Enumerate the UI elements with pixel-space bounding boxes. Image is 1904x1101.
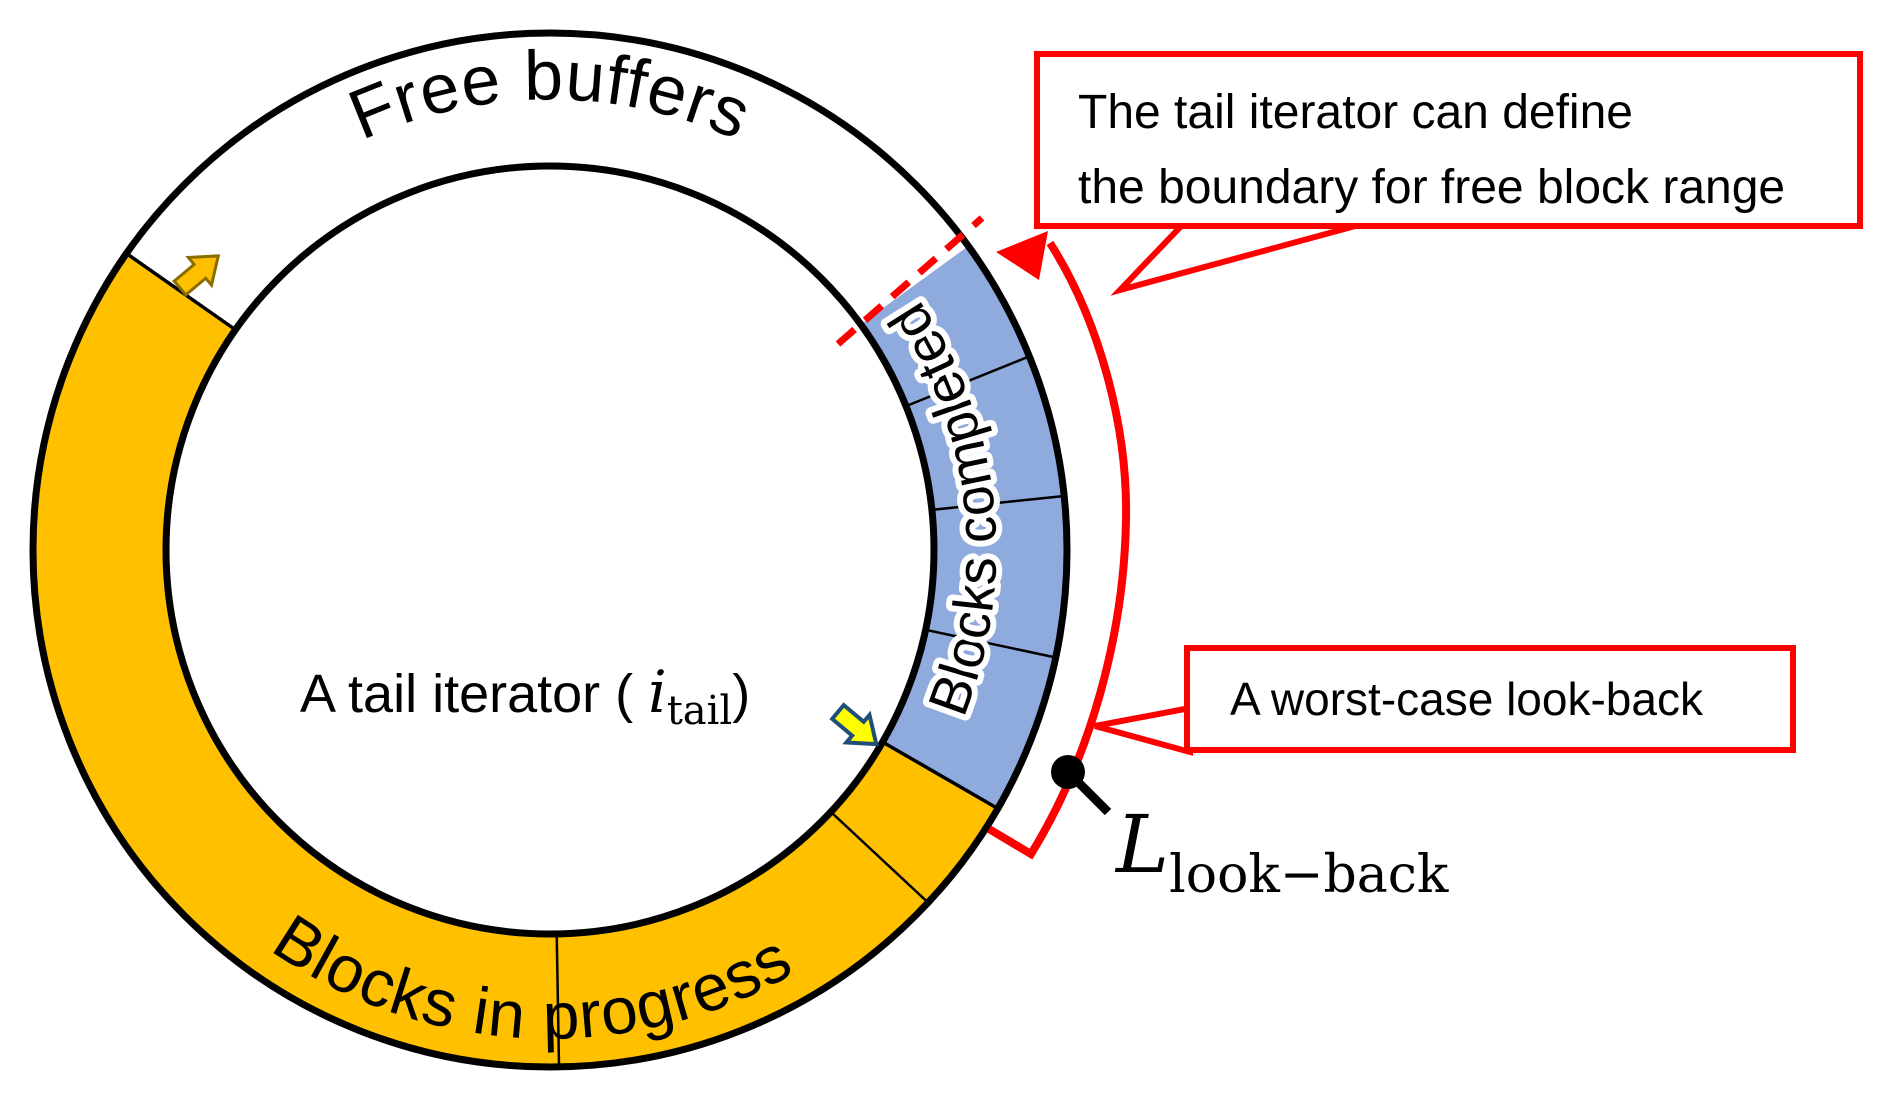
lookback-point-dot <box>1051 755 1085 789</box>
ring-sections <box>32 32 1067 1067</box>
lookback-bracket-arrowhead-icon <box>996 231 1048 280</box>
block-divider-line <box>905 355 1030 408</box>
ring-inner-outline <box>162 162 938 938</box>
block-divider-line <box>925 628 1056 659</box>
callout-worst-case-box <box>1184 645 1796 753</box>
tail-iterator-arrow-icon <box>829 702 879 747</box>
block-divider-line <box>829 810 929 904</box>
section-boundary-line <box>125 252 237 332</box>
callout-worst-case-pointer <box>1094 704 1193 756</box>
callout-tail-boundary-line1: The tail iterator can define <box>1078 86 1633 139</box>
ring-section-blocks-in-progress <box>32 253 998 1067</box>
callout-tail-boundary-box <box>1034 51 1863 229</box>
lookback-label: Llook−back <box>1114 798 1449 905</box>
block-divider-line <box>931 494 1065 512</box>
ring-section-free-buffers <box>126 32 969 330</box>
callout-worst-case: A worst-case look-back <box>1094 645 1796 756</box>
callout-tail-boundary-line2: the boundary for free block range <box>1078 161 1785 214</box>
tail-iterator-label: A tail iterator ( itail) <box>300 658 750 734</box>
callout-worst-case-text: A worst-case look-back <box>1230 673 1704 725</box>
free-boundary-dashed-line <box>835 215 985 347</box>
ring-outer-outline <box>29 29 1071 1071</box>
callout-tail-boundary-pointer <box>1110 219 1371 296</box>
section-boundary-line <box>881 740 999 811</box>
ring-section-blocks-completed <box>860 246 1067 809</box>
callout-tail-boundary: The tail iterator can define the boundar… <box>1034 51 1863 296</box>
block-divider-line <box>555 933 561 1067</box>
head-advance-arrow-icon <box>172 254 221 298</box>
